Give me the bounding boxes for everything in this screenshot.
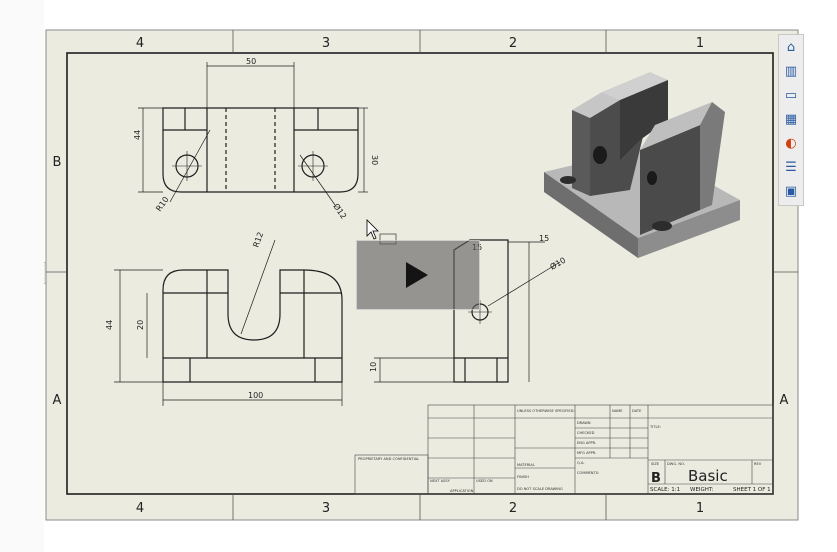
parts-library-icon[interactable]: ▥ xyxy=(784,63,798,79)
top-view xyxy=(162,107,359,193)
dim-text: 20 xyxy=(136,320,145,330)
tb-rev-label: REV xyxy=(754,462,762,466)
tb-qa: Q.A. xyxy=(577,461,585,465)
top-view-dimensions xyxy=(138,62,368,206)
front-view xyxy=(162,269,343,383)
zone-row-label: B xyxy=(53,155,62,170)
tb-title-label: TITLE: xyxy=(649,425,661,429)
folder-icon[interactable]: ▭ xyxy=(784,87,798,103)
task-pane: ⌂ ▥ ▭ ▦ ◐ ☰ ▣ xyxy=(778,34,804,206)
title-block xyxy=(354,404,774,495)
tb-comments: COMMENTS: xyxy=(577,471,599,475)
dim-text: 15 xyxy=(539,234,549,243)
tb-drawn: DRAWN xyxy=(577,421,591,425)
zone-col-label: 1 xyxy=(696,36,704,51)
tb-sheet: SHEET 1 OF 1 xyxy=(733,487,771,493)
zone-col-label: 1 xyxy=(696,501,704,516)
tb-do-not-scale: DO NOT SCALE DRAWING xyxy=(517,487,563,491)
play-icon xyxy=(406,262,428,288)
zone-dividers xyxy=(46,30,798,520)
tb-used-on: USED ON xyxy=(476,479,493,483)
zone-col-label: 2 xyxy=(509,36,517,51)
left-margin xyxy=(0,0,44,552)
side-view-dimensions xyxy=(374,241,561,383)
tb-mfg-appr: MFG APPR. xyxy=(577,451,596,455)
tb-next-assy: NEXT ASSY xyxy=(430,479,451,483)
tb-proprietary: PROPRIETARY AND CONFIDENTIAL xyxy=(358,457,419,461)
zone-row-label: A xyxy=(53,393,62,408)
tb-size-label: SIZE xyxy=(651,462,660,466)
dim-text: 30 xyxy=(370,155,379,165)
dim-text: 100 xyxy=(248,391,263,400)
forum-icon[interactable]: ▣ xyxy=(784,183,798,199)
dim-text: 44 xyxy=(133,130,142,140)
zone-col-label: 3 xyxy=(322,501,330,516)
view-palette-icon[interactable]: ▦ xyxy=(784,111,798,127)
video-play-button[interactable] xyxy=(356,240,480,310)
tb-name: NAME xyxy=(612,409,623,413)
isometric-view xyxy=(544,72,740,258)
tb-date: DATE xyxy=(632,409,642,413)
tb-checked: CHECKED xyxy=(577,431,595,435)
zone-col-label: 3 xyxy=(322,36,330,51)
appearances-icon[interactable]: ◐ xyxy=(785,135,797,151)
tb-unless-header: UNLESS OTHERWISE SPECIFIED: xyxy=(517,409,575,413)
tb-material: MATERIAL xyxy=(517,463,535,467)
dim-text: 44 xyxy=(105,320,114,330)
custom-properties-icon[interactable]: ☰ xyxy=(785,159,797,175)
zone-row-label: A xyxy=(780,393,789,408)
tb-application: APPLICATION xyxy=(450,489,474,493)
zone-col-label: 2 xyxy=(509,501,517,516)
tb-scale: SCALE: 1:1 xyxy=(650,487,680,493)
home-icon[interactable]: ⌂ xyxy=(786,39,796,55)
tb-dwg-title: Basic xyxy=(688,467,728,485)
tb-size: B xyxy=(651,471,661,486)
zone-col-label: 4 xyxy=(136,501,144,516)
zone-col-label: 4 xyxy=(136,36,144,51)
front-view-dimensions xyxy=(114,239,343,406)
tb-finish: FINISH xyxy=(517,475,529,479)
tb-eng-appr: ENG APPR. xyxy=(577,441,596,445)
dim-text: 10 xyxy=(369,362,378,372)
tb-dwg-no-label: DWG. NO. xyxy=(667,462,685,466)
dim-text: 50 xyxy=(246,57,256,66)
tb-weight: WEIGHT: xyxy=(690,487,714,493)
